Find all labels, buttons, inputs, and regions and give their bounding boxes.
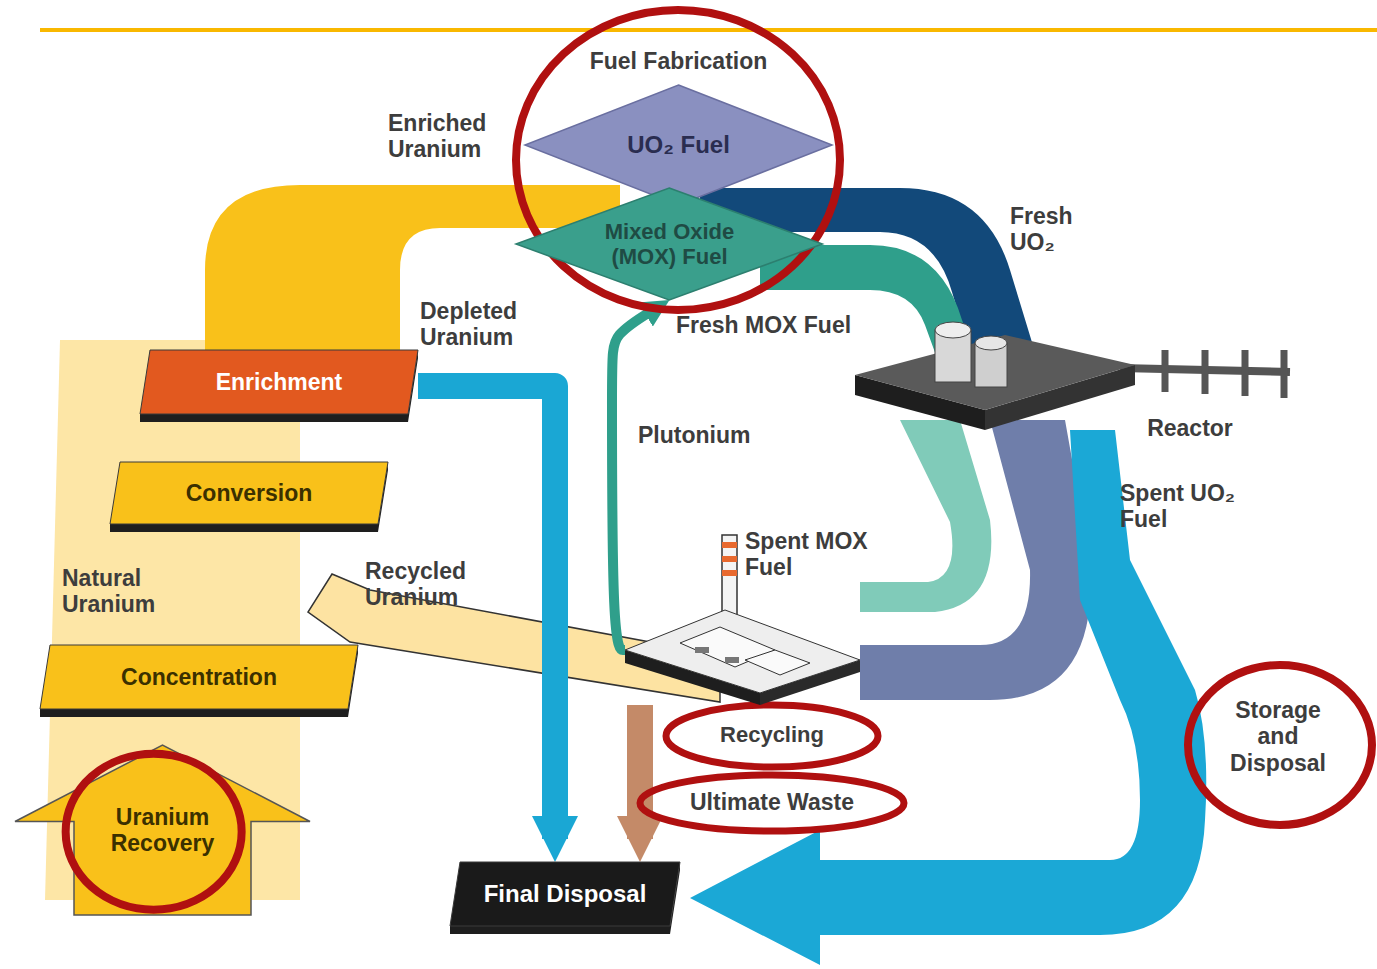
highlight-ring: [66, 754, 242, 910]
highlight-ring: [516, 10, 840, 310]
flow-label: Storage and Disposal: [1222, 697, 1334, 776]
flow-connector: [418, 386, 555, 839]
node-heading: Fuel Fabrication: [590, 48, 768, 74]
flow-label: Fresh UO₂: [1010, 203, 1090, 256]
flow-label: Fresh MOX Fuel: [676, 312, 886, 338]
spent-uo2-band: [860, 420, 1091, 700]
label-holder: Enriched Uranium: [388, 110, 508, 163]
node-outline: [15, 745, 310, 915]
flow-label: Recycled Uranium: [365, 558, 490, 611]
node-body: Conversion: [110, 462, 388, 524]
process-box: Conversion: [110, 462, 388, 532]
node-text: UO₂ Fuel: [627, 131, 730, 159]
plant-chimney: [722, 535, 737, 635]
node-outline: [140, 350, 418, 422]
heading-holder: Recycling: [702, 722, 842, 747]
mox-diamond: Mixed Oxide (MOX) Fuel: [516, 188, 822, 300]
reactor-figure: Reactor: [855, 335, 1135, 430]
fabrication-diamond: UO₂ FuelFuel Fabrication: [525, 85, 832, 205]
node-outline: [450, 862, 680, 934]
label-holder: Ultimate Waste: [688, 789, 856, 815]
label-holder: Plutonium: [638, 422, 778, 448]
node-outline: [855, 335, 1135, 430]
node-text: Final Disposal: [484, 880, 647, 908]
label-holder: Fresh MOX Fuel: [676, 312, 886, 338]
node-body: [855, 335, 1135, 430]
recycled-uranium-arrow: [308, 574, 720, 702]
storage-band: [690, 430, 1206, 965]
node-text: Conversion: [186, 480, 313, 506]
flow-label: Spent MOX Fuel: [745, 528, 895, 581]
highlight-ring: [1188, 665, 1372, 825]
highlight-ring: [640, 775, 904, 831]
label-holder: Natural Uranium: [62, 565, 192, 618]
highlight-ring: [666, 705, 878, 767]
node-body: Mixed Oxide (MOX) Fuel: [516, 188, 822, 300]
node-body: [625, 605, 860, 705]
flow-connector: [612, 307, 658, 650]
node-body: UO₂ Fuel: [525, 85, 832, 205]
recovery-arrow: Uranium Recovery: [15, 745, 310, 915]
node-outline: [40, 645, 358, 717]
node-heading: Recycling: [720, 722, 824, 747]
enriched-uranium-band: [205, 185, 620, 360]
heading-holder: Reactor: [1130, 415, 1250, 441]
reactor-pipes: [1120, 350, 1290, 398]
flow-label: Spent UO₂ Fuel: [1120, 480, 1265, 533]
disposal-box: Final Disposal: [450, 862, 680, 934]
heading-holder: Fuel Fabrication: [525, 48, 832, 74]
top-rule: [40, 28, 1377, 32]
edge-label: Plutonium: [638, 422, 778, 448]
node-text: Enrichment: [216, 369, 343, 395]
label-holder: Spent UO₂ Fuel: [1120, 480, 1265, 533]
node-body: Uranium Recovery: [15, 745, 310, 915]
label-holder: Depleted Uranium: [420, 298, 538, 351]
node-outline: [625, 605, 860, 705]
node-text: Uranium Recovery: [103, 804, 223, 857]
node-body: Concentration: [40, 645, 358, 709]
flow-label: Enriched Uranium: [388, 110, 508, 163]
edge-label: Ultimate Waste: [688, 789, 856, 815]
flow-connector: [627, 705, 653, 839]
recycling-plant: Recycling: [625, 605, 860, 705]
label-holder: Storage and Disposal: [1222, 697, 1334, 776]
edge-label: Depleted Uranium: [420, 298, 538, 351]
node-body: Enrichment: [140, 350, 418, 414]
flow-label: Natural Uranium: [62, 565, 192, 618]
spent-mox-band: [860, 420, 991, 612]
node-text: Concentration: [121, 664, 277, 690]
node-outline: [110, 462, 388, 532]
node-outline: [525, 85, 832, 205]
process-box: Concentration: [40, 645, 358, 717]
node-body: Final Disposal: [450, 862, 680, 926]
fresh-uo2-band: [700, 188, 1045, 385]
label-holder: Spent MOX Fuel: [745, 528, 895, 581]
natural-uranium-band: [45, 340, 300, 900]
label-holder: Recycled Uranium: [365, 558, 490, 611]
node-outline: [516, 188, 822, 300]
node-heading: Reactor: [1147, 415, 1233, 441]
label-holder: Fresh UO₂: [1010, 203, 1090, 256]
node-text: Mixed Oxide (MOX) Fuel: [589, 219, 749, 270]
process-box: Enrichment: [140, 350, 418, 422]
